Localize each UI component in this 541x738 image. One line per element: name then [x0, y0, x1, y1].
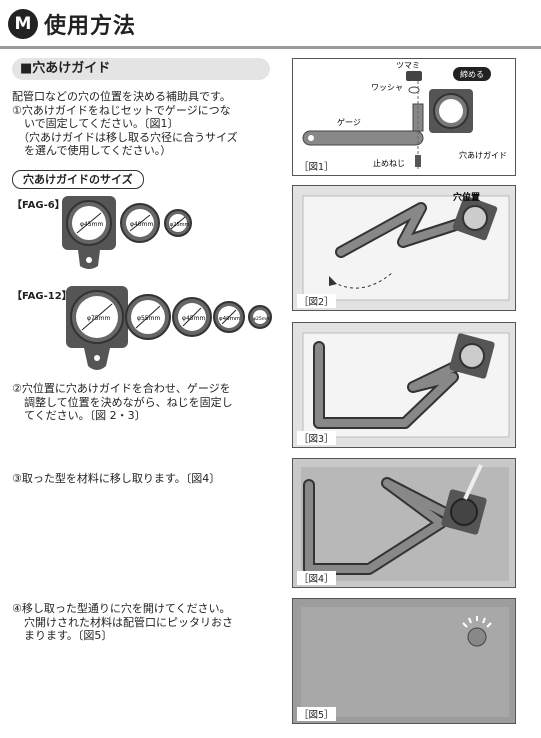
guide-ring: [462, 205, 488, 231]
tighten-label: 締める: [460, 69, 484, 79]
figure-2-drawing: 穴位置: [302, 191, 510, 301]
fag6-illustration: φ45mm φ40mm φ25mm: [62, 196, 192, 269]
page-header: M 使用方法: [8, 6, 136, 42]
gauge-end-hole: [308, 135, 314, 141]
fag6-arrow: [76, 212, 102, 234]
gauge-arms-inner: [337, 204, 475, 256]
guide-hole: [439, 99, 463, 123]
washer-label: ワッシャ: [371, 83, 403, 92]
figure-4: ［図4］: [292, 458, 516, 588]
manual-icon: M: [8, 9, 38, 39]
intro-line: を選んで使用してください。）: [24, 144, 172, 157]
step-line: まります。〔図5〕: [24, 629, 113, 642]
hole-position-label: 穴位置: [453, 191, 480, 203]
gauge-label: ゲージ: [337, 117, 361, 127]
gauge-arms-inner: [305, 479, 457, 573]
step-line: ④移し取った型通りに穴を開けてください。: [12, 602, 231, 615]
intro-text: 配管口などの穴の位置を決める補助具です。 ①穴あけガイドをねじセットでゲージにつ…: [12, 90, 280, 158]
fag12-size: φ40mm: [219, 316, 240, 322]
intro-line: ①穴あけガイドをねじセットでゲージにつな: [12, 103, 231, 117]
step4-text: ④移し取った型通りに穴を開けてください。 穴開けされた材料は配管口にピッタリおさ…: [12, 602, 282, 643]
pencil: [463, 464, 483, 500]
sparkle-lines: [462, 616, 492, 628]
step-line: ②穴位置に穴あけガイドを合わせ、ゲージを: [12, 382, 231, 395]
fag6-arrow: [129, 214, 151, 232]
set-screw-label: 止めねじ: [373, 158, 405, 168]
tighten-badge: [453, 67, 491, 81]
material-panel: [301, 607, 509, 717]
figure-4-label: ［図4］: [297, 571, 336, 585]
figure-2: 穴位置 ［図2］: [292, 185, 516, 311]
fag12-size: φ75mm: [87, 315, 110, 322]
page-title: 使用方法: [44, 14, 137, 39]
knob-label: ツマミ: [396, 61, 420, 70]
fag12-size: φ45mm: [182, 315, 205, 322]
gauge-arms-inner: [315, 343, 475, 427]
figure-3-drawing: [302, 332, 510, 438]
drilled-hole: [467, 627, 487, 647]
figure-1-drawing: 締める ツマミ ワッシャ ゲージ 止めねじ 穴あけガイド: [302, 61, 507, 171]
intro-line: いで固定してください。〔図1〕: [24, 117, 179, 130]
fag6-arrow: [170, 216, 186, 230]
fag12-arrow: [182, 307, 202, 327]
fag12-arrow: [81, 303, 113, 331]
fag6-label: 【FAG-6】: [12, 200, 65, 211]
sizes-heading: 穴あけガイドのサイズ: [12, 170, 144, 189]
intro-line: （穴あけガイドは移し取る穴径に合うサイズ: [18, 130, 238, 144]
figure-5: ［図5］: [292, 598, 516, 724]
fag12-size: φ25mm: [253, 316, 270, 322]
fag6-size: φ45mm: [80, 221, 103, 228]
fag12-hole-25: [253, 310, 267, 324]
guide-ring: [450, 498, 478, 526]
move-arrowhead: [329, 276, 337, 286]
figure-5-label: ［図5］: [297, 707, 336, 721]
figure-5-drawing: [301, 607, 509, 717]
guide-label: 穴あけガイド: [459, 150, 507, 160]
knob: [406, 71, 422, 81]
title-divider: [0, 46, 541, 49]
figure-3: ［図3］: [292, 322, 516, 448]
fag12-label: 【FAG-12】: [12, 291, 72, 302]
figure-2-label: ［図2］: [297, 294, 336, 308]
step-line: てください。〔図 2・3〕: [24, 409, 146, 422]
step-line: 穴開けされた材料は配管口にピッタリおさ: [24, 615, 233, 629]
fag6-size: φ40mm: [130, 221, 153, 228]
fag6-tab-hole: [86, 257, 92, 263]
fag12-illustration: φ75mm φ55mm φ45mm φ40mm φ25mm: [66, 286, 272, 370]
fag12-arrow: [221, 309, 237, 325]
fag6-size: φ25mm: [170, 222, 190, 228]
figure-4-drawing: [301, 464, 509, 581]
washer: [408, 86, 420, 94]
fag12-tab-hole: [94, 355, 100, 361]
guide-ring: [459, 343, 485, 369]
fag12-size: φ55mm: [137, 315, 160, 322]
figure-1: 締める ツマミ ワッシャ ゲージ 止めねじ 穴あけガイド ［図1］: [292, 58, 516, 176]
fag12-arrow: [135, 305, 161, 329]
step-line: 調整して位置を決めながら、ねじを固定し: [24, 395, 233, 409]
gauge-bar: [302, 130, 424, 146]
figure-3-label: ［図3］: [297, 431, 336, 445]
figure-1-label: ［図1］: [297, 159, 336, 173]
intro-line: 配管口などの穴の位置を決める補助具です。: [12, 90, 231, 103]
set-screw: [415, 155, 421, 167]
section-title: ■穴あけガイド: [12, 58, 270, 80]
step3-text: ③取った型を材料に移し取ります。〔図4〕: [12, 472, 221, 485]
step2-text: ②穴位置に穴あけガイドを合わせ、ゲージを 調整して位置を決めながら、ねじを固定し…: [12, 382, 282, 423]
move-arrow: [332, 271, 394, 289]
